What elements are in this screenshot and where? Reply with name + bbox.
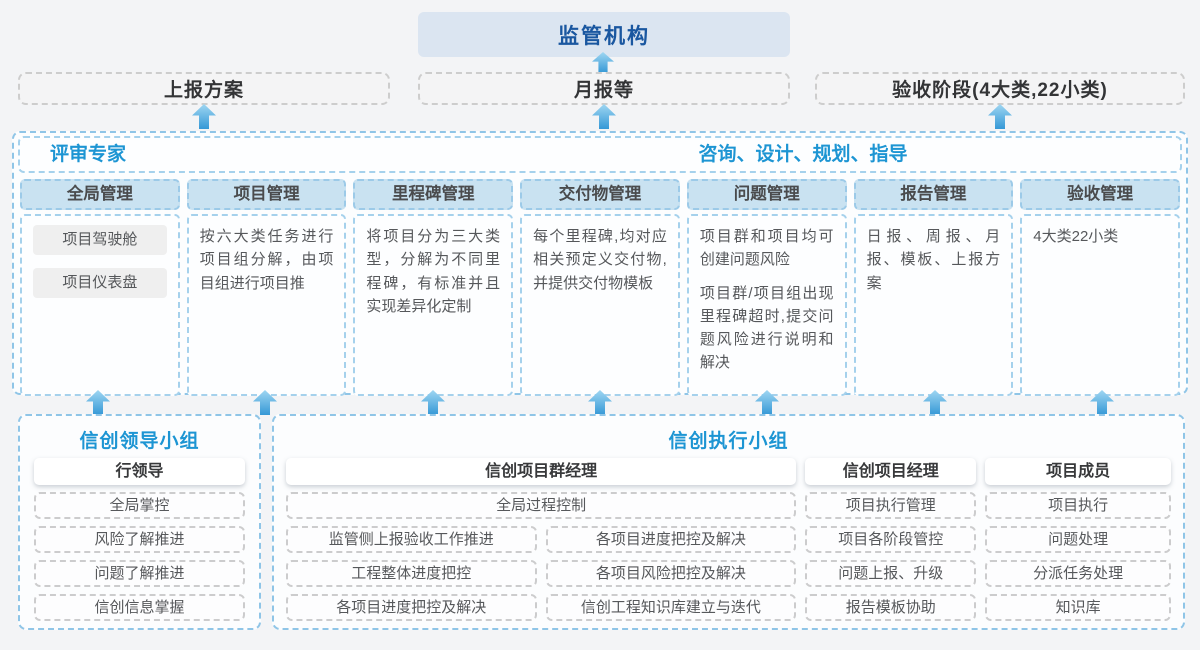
up-arrow-icon — [923, 390, 947, 415]
channel-acceptance-phase: 验收阶段(4大类,22小类) — [815, 72, 1185, 105]
module-milestone-management: 里程碑管理 将项目分为三大类型，分解为不同里程碑，有标准并且实现差异化定制 — [353, 179, 514, 396]
module-body: 项目群和项目均可创建问题风险 项目群/项目组出现里程碑超时,提交问题风险进行说明… — [686, 214, 847, 396]
regulator-box: 监管机构 — [418, 12, 790, 57]
task-item: 项目执行管理 — [805, 492, 977, 519]
platform-container: 评审专家 咨询、设计、规划、指导 全局管理 项目驾驶舱 项目仪表盘 项目管理 按… — [12, 131, 1188, 396]
up-arrow-icon — [192, 104, 216, 129]
task-item: 各项目风险把控及解决 — [545, 560, 797, 587]
task-row: 各项目进度把控及解决 信创工程知识库建立与迭代 — [286, 587, 797, 621]
channel-report-plan: 上报方案 — [18, 72, 390, 105]
up-arrow-icon — [592, 52, 614, 73]
up-arrow-icon — [1090, 390, 1114, 415]
role-bank-leader: 行领导 — [34, 458, 245, 485]
task-item: 风险了解推进 — [34, 526, 245, 553]
up-arrow-icon — [86, 390, 110, 415]
execution-columns: 信创项目群经理 全局过程控制 监管侧上报验收工作推进 各项目进度把控及解决 工程… — [286, 452, 1171, 621]
up-arrow-icon — [988, 104, 1012, 129]
execution-group-title: 信创执行小组 — [668, 431, 789, 452]
task-item: 项目执行 — [985, 492, 1171, 519]
module-grid: 全局管理 项目驾驶舱 项目仪表盘 项目管理 按六大类任务进行项目组分解，由项目组… — [20, 179, 1180, 396]
execution-group-box: 信创执行小组 信创项目群经理 全局过程控制 监管侧上报验收工作推进 各项目进度把… — [272, 414, 1185, 630]
module-description: 项目群和项目均可创建问题风险 — [699, 228, 834, 269]
module-acceptance-management: 验收管理 4大类22小类 — [1020, 179, 1180, 396]
task-item: 问题处理 — [985, 526, 1171, 553]
module-title: 验收管理 — [1020, 179, 1180, 210]
feature-tag: 项目仪表盘 — [33, 268, 167, 298]
up-arrow-icon — [592, 104, 616, 129]
module-title: 报告管理 — [853, 179, 1014, 210]
task-row: 监管侧上报验收工作推进 各项目进度把控及解决 — [286, 519, 797, 553]
task-row: 工程整体进度把控 各项目风险把控及解决 — [286, 553, 797, 587]
module-description: 日报、周报、月报、模板、上报方案 — [866, 228, 1001, 292]
task-item: 问题了解推进 — [34, 560, 245, 587]
module-title: 问题管理 — [686, 179, 847, 210]
module-description: 4大类22小类 — [1033, 228, 1119, 245]
module-description: 按六大类任务进行项目组分解，由项目组进行项目推 — [199, 228, 334, 292]
module-body: 将项目分为三大类型，分解为不同里程碑，有标准并且实现差异化定制 — [353, 214, 514, 396]
task-item: 知识库 — [985, 594, 1171, 621]
task-item: 信创工程知识库建立与迭代 — [545, 594, 797, 621]
feature-tag: 项目驾驶舱 — [33, 225, 167, 255]
task-item: 各项目进度把控及解决 — [286, 594, 537, 621]
module-issue-management: 问题管理 项目群和项目均可创建问题风险 项目群/项目组出现里程碑超时,提交问题风… — [686, 179, 847, 396]
task-item: 各项目进度把控及解决 — [545, 526, 797, 553]
task-item: 监管侧上报验收工作推进 — [286, 526, 537, 553]
leadership-group-title: 信创领导小组 — [79, 431, 200, 452]
module-body: 4大类22小类 — [1020, 214, 1180, 396]
task-item: 问题上报、升级 — [805, 560, 977, 587]
module-body: 项目驾驶舱 项目仪表盘 — [20, 214, 180, 396]
module-description: 每个里程碑,均对应相关预定义交付物,并提供交付物模板 — [533, 228, 667, 292]
module-title: 项目管理 — [186, 179, 347, 210]
up-arrow-icon — [755, 390, 779, 415]
task-item: 报告模板协助 — [805, 594, 977, 621]
module-title: 里程碑管理 — [353, 179, 514, 210]
advisory-label: 咨询、设计、规划、指导 — [698, 144, 908, 165]
module-body: 日报、周报、月报、模板、上报方案 — [853, 214, 1014, 396]
task-item: 全局过程控制 — [286, 492, 797, 519]
task-item: 全局掌控 — [34, 492, 245, 519]
platform-header-strip: 评审专家 咨询、设计、规划、指导 — [18, 136, 1182, 173]
module-description: 将项目分为三大类型，分解为不同里程碑，有标准并且实现差异化定制 — [366, 228, 501, 315]
up-arrow-icon — [588, 390, 612, 415]
module-title: 交付物管理 — [520, 179, 680, 210]
channel-monthly-report: 月报等 — [418, 72, 790, 105]
review-experts-label: 评审专家 — [50, 144, 127, 165]
module-project-management: 项目管理 按六大类任务进行项目组分解，由项目组进行项目推 — [186, 179, 347, 396]
module-body: 按六大类任务进行项目组分解，由项目组进行项目推 — [186, 214, 347, 396]
module-global-management: 全局管理 项目驾驶舱 项目仪表盘 — [20, 179, 180, 396]
program-manager-column: 信创项目群经理 全局过程控制 监管侧上报验收工作推进 各项目进度把控及解决 工程… — [286, 452, 797, 621]
module-title: 全局管理 — [20, 179, 180, 210]
module-deliverable-management: 交付物管理 每个里程碑,均对应相关预定义交付物,并提供交付物模板 — [520, 179, 680, 396]
module-body: 每个里程碑,均对应相关预定义交付物,并提供交付物模板 — [520, 214, 680, 396]
project-member-column: 项目成员 项目执行 问题处理 分派任务处理 知识库 — [985, 452, 1171, 621]
task-item: 信创信息掌握 — [34, 594, 245, 621]
task-item: 分派任务处理 — [985, 560, 1171, 587]
role-project-manager: 信创项目经理 — [805, 458, 977, 485]
project-manager-column: 信创项目经理 项目执行管理 项目各阶段管控 问题上报、升级 报告模板协助 — [805, 452, 977, 621]
module-description: 项目群/项目组出现里程碑超时,提交问题风险进行说明和解决 — [699, 284, 834, 372]
module-report-management: 报告管理 日报、周报、月报、模板、上报方案 — [853, 179, 1014, 396]
up-arrow-icon — [421, 390, 445, 415]
role-program-manager: 信创项目群经理 — [286, 458, 797, 485]
role-project-member: 项目成员 — [985, 458, 1171, 485]
up-arrow-icon — [253, 390, 277, 415]
task-item: 工程整体进度把控 — [286, 560, 537, 587]
leadership-group-box: 信创领导小组 行领导 全局掌控 风险了解推进 问题了解推进 信创信息掌握 — [18, 414, 261, 630]
task-item: 项目各阶段管控 — [805, 526, 977, 553]
